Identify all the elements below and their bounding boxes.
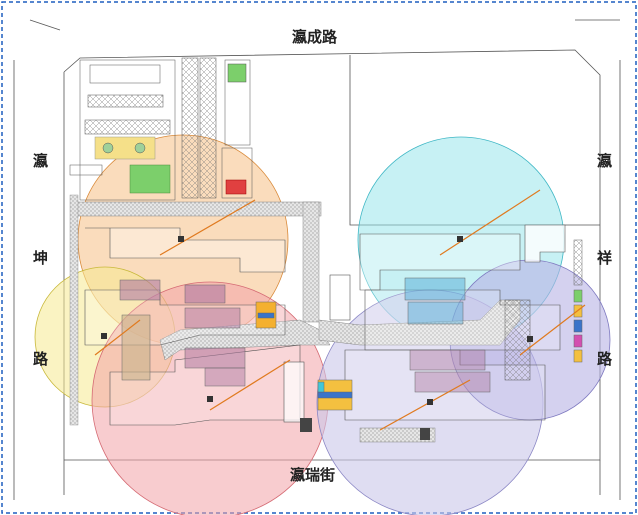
building-pavilion (283, 361, 305, 423)
living-office-camp (69, 57, 253, 201)
road-east-char-3: 路 (597, 350, 613, 368)
site-entrance-gate (329, 274, 351, 321)
crane-masts (101, 236, 533, 405)
material-yards (119, 239, 583, 411)
road-east-char-2: 祥 (597, 249, 613, 267)
road-south-label: 瀛瑞街 (290, 466, 336, 484)
building-east-corner (524, 224, 566, 263)
building-north-east (359, 233, 521, 291)
building-north-west (85, 227, 286, 273)
road-west-char-1: 瀛 (33, 152, 49, 170)
crane-booms (94, 189, 586, 431)
road-east-char-1: 瀛 (597, 152, 613, 170)
road-west-char-2: 坤 (33, 249, 49, 267)
road-north-label: 瀛成路 (292, 28, 338, 46)
temporary-roads (69, 194, 521, 443)
site-gates (300, 418, 430, 440)
road-west-char-3: 路 (33, 350, 49, 368)
